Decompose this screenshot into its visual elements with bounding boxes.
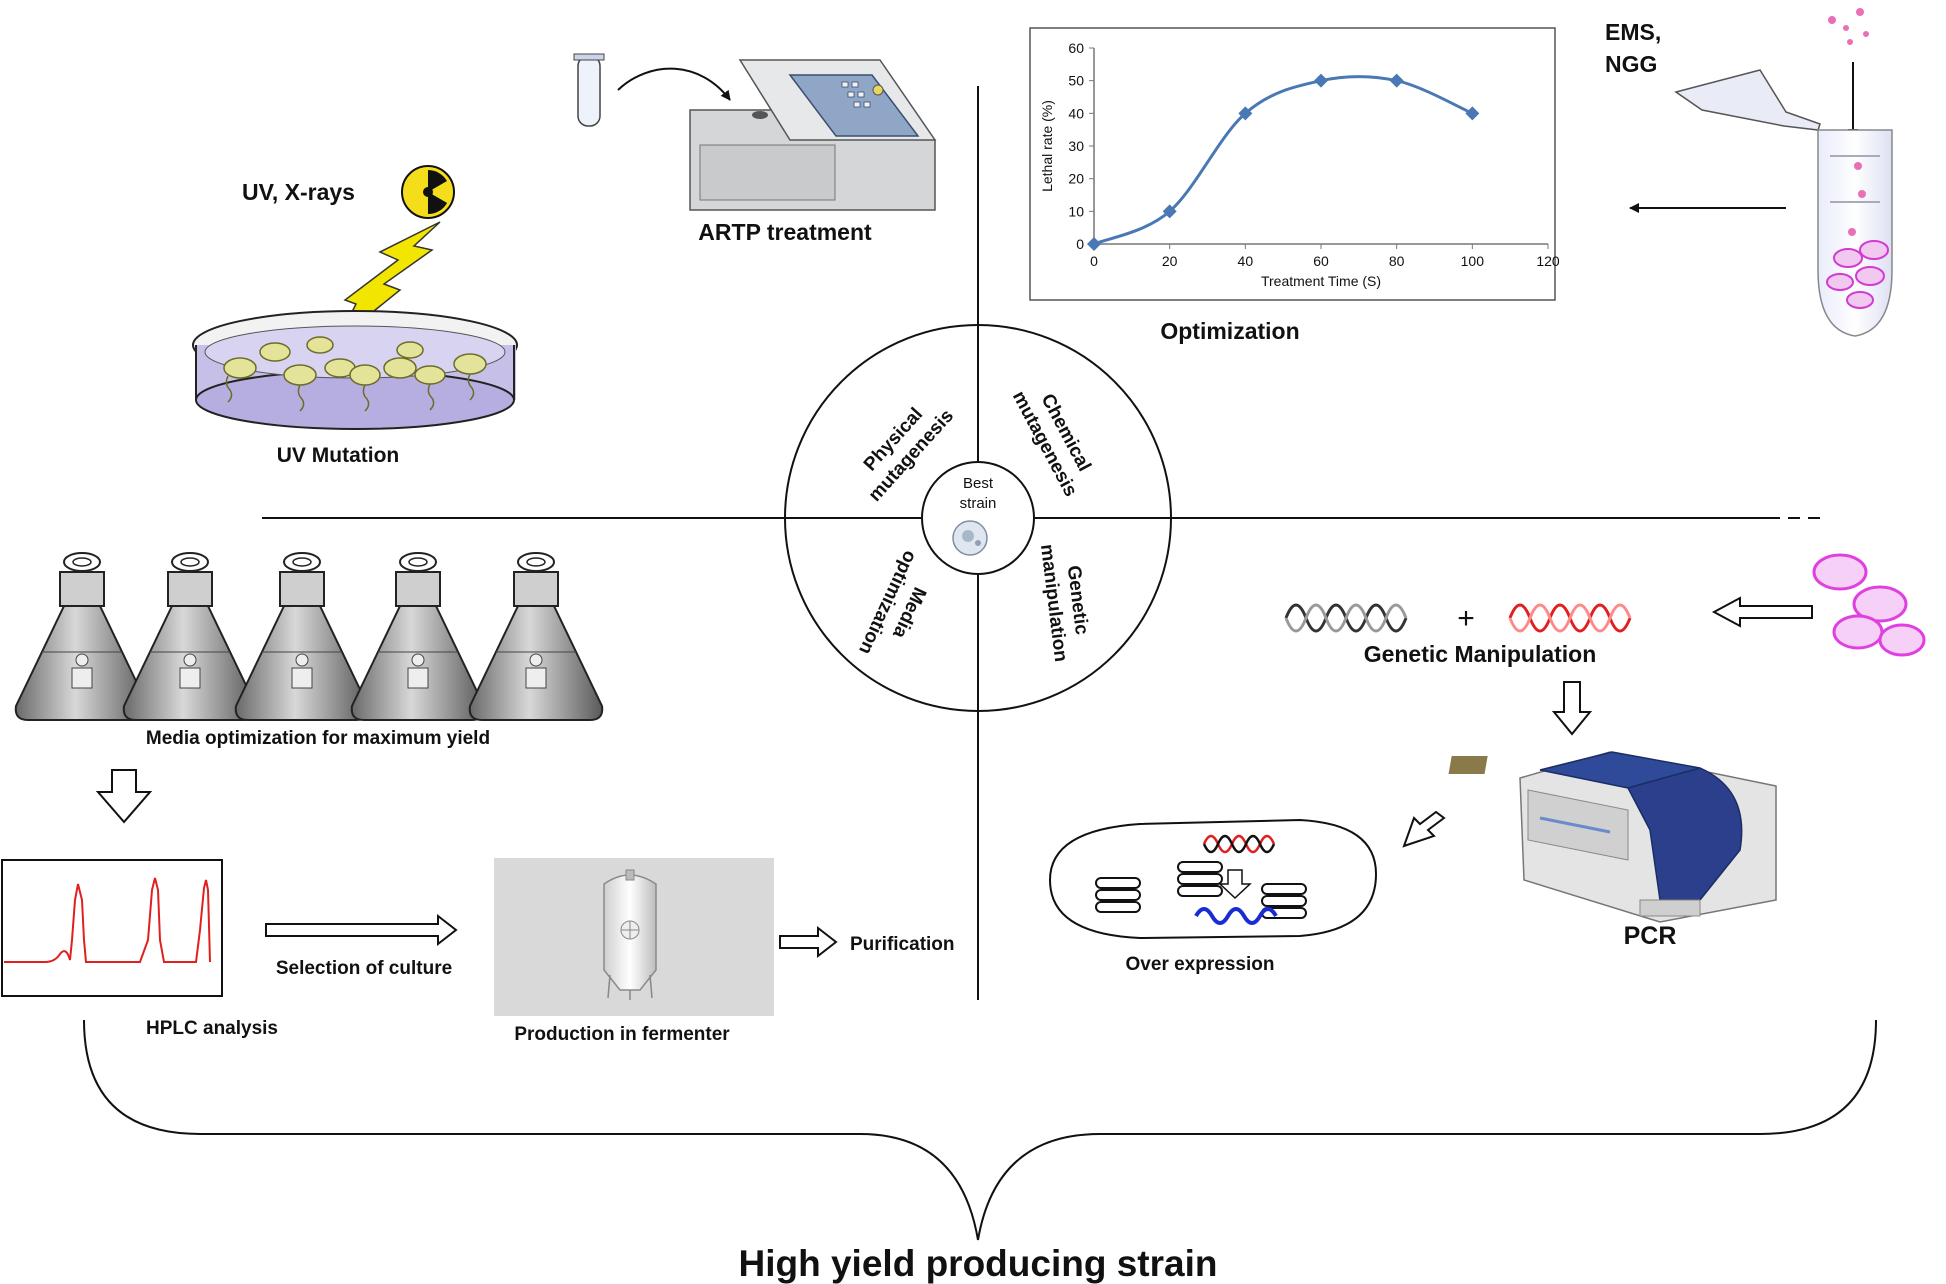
optimization-label: Optimization: [1160, 318, 1299, 344]
quadrant-genetic-manipulation-2: manipulation: [1036, 543, 1071, 663]
media-to-hplc-arrow: [95, 769, 153, 824]
chart-y-tick-label: 20: [1068, 171, 1084, 187]
falling-drops: [1828, 8, 1869, 45]
expression-arrow: [1218, 869, 1252, 900]
chart-point: [1162, 204, 1177, 219]
plasmid-stack-middle: [1177, 861, 1223, 897]
chart-x-tick-label: 100: [1461, 253, 1485, 269]
bacteria-cluster-right: [1812, 553, 1926, 657]
chart-x-tick-label: 120: [1536, 253, 1560, 269]
culture-flask-icon: [468, 552, 604, 721]
chart-x-tick-label: 60: [1313, 253, 1329, 269]
genetic-to-pcr-arrow: [1551, 681, 1593, 736]
dna-red-icon: [1508, 603, 1632, 633]
bacteria-cluster-tube: [1826, 240, 1889, 309]
chart-points: [1087, 73, 1480, 251]
artp-arrow: [617, 67, 731, 101]
bacteria-to-genetic-arrow: [1711, 596, 1813, 628]
lethal-rate-chart: 0 20 40 60 80 100 120 0 10 20 30 40 50 60 Treatment T…: [1029, 27, 1560, 344]
radiation-icon: [401, 165, 455, 219]
uv-mutation-label: UV Mutation: [277, 444, 399, 467]
dna-grey-icon: [1284, 603, 1408, 633]
chart-point: [1314, 73, 1328, 88]
selection-of-culture-label: Selection of culture: [276, 958, 452, 979]
fermenter-to-purification-arrow: [779, 925, 838, 959]
over-expression-cell: Over expression: [1048, 818, 1378, 975]
ems-label: EMS,: [1605, 19, 1661, 45]
test-tube-icon: [573, 53, 605, 127]
pcr-machine: PCR: [1448, 751, 1777, 950]
uv-mutation-panel: UV, X-rays: [192, 165, 518, 467]
purification-label: Purification: [850, 934, 955, 955]
plus-sign: +: [1457, 602, 1475, 635]
plasmid-stack-right: [1261, 883, 1307, 919]
best-strain-label-2: strain: [960, 495, 997, 512]
chart-y-tick-label: 60: [1068, 40, 1084, 56]
strain-wheel: Best strain Physical mutagenesis Chemica…: [784, 324, 1172, 712]
cell-icon: [952, 520, 988, 556]
chart-point: [1465, 106, 1480, 121]
artp-treatment-label: ARTP treatment: [698, 219, 872, 245]
ngg-label: NGG: [1605, 51, 1657, 77]
chart-x-axis-label: Treatment Time (S): [1261, 273, 1381, 289]
chart-y-axis-label: Lethal rate (%): [1039, 100, 1055, 192]
chart-x-tick-label: 0: [1090, 253, 1098, 269]
culture-flask-icon: [350, 552, 486, 721]
chart-point: [1087, 237, 1101, 251]
chart-y-tick-label: 0: [1076, 236, 1084, 252]
pcr-label: PCR: [1624, 922, 1677, 950]
chart-series-line: [1093, 75, 1473, 246]
genetic-manipulation-panel: + Genetic Manipulation: [1284, 553, 1926, 736]
chart-point: [1238, 106, 1253, 121]
bottom-brace: [83, 1019, 1877, 1241]
dna-red-small: [1202, 834, 1276, 854]
microbe-flagella: [225, 373, 475, 412]
flask-row: [14, 552, 604, 721]
chart-x-tick-label: 20: [1162, 253, 1178, 269]
chart-y-tick-label: 50: [1068, 73, 1084, 89]
chart-y-tick-label: 30: [1068, 138, 1084, 154]
hplc-label: HPLC analysis: [146, 1018, 278, 1039]
pipette-tip-icon: [1674, 69, 1821, 131]
over-expression-label: Over expression: [1126, 954, 1275, 975]
plasmid-stack-left: [1095, 877, 1141, 913]
culture-flask-icon: [234, 552, 370, 721]
hplc-chromatogram: HPLC analysis: [1, 859, 278, 1039]
production-fermenter-label: Production in fermenter: [514, 1024, 730, 1045]
petri-dish: [192, 310, 518, 430]
artp-panel: ARTP treatment: [573, 53, 937, 245]
media-optimization-label: Media optimization for maximum yield: [146, 728, 490, 749]
fermenter: Production in fermenter: [494, 858, 774, 1045]
uv-xrays-label: UV, X-rays: [242, 179, 355, 205]
microbe-cells: [223, 336, 487, 386]
high-yield-title: High yield producing strain: [739, 1243, 1218, 1284]
genetic-manipulation-label: Genetic Manipulation: [1364, 641, 1597, 667]
chart-y-tick-label: 40: [1068, 105, 1084, 121]
culture-flask-icon: [122, 552, 258, 721]
chemical-panel: EMS, NGG: [1605, 8, 1893, 337]
protein-coil-icon: [1194, 907, 1278, 925]
chart-frame: [1029, 27, 1556, 301]
chart-x-tick-label: 40: [1238, 253, 1254, 269]
chart-point: [1389, 73, 1404, 88]
best-strain-label: Best: [963, 475, 994, 492]
chart-ticks: 0 20 40 60 80 100 120 0 10 20 30 40 50 60: [1068, 40, 1559, 269]
pcr-to-overexpression-arrow: [1402, 810, 1446, 848]
artp-device: [689, 59, 937, 211]
chart-y-tick-label: 10: [1068, 203, 1084, 219]
chart-x-tick-label: 80: [1389, 253, 1405, 269]
hplc-to-selection-arrow: [265, 913, 458, 947]
